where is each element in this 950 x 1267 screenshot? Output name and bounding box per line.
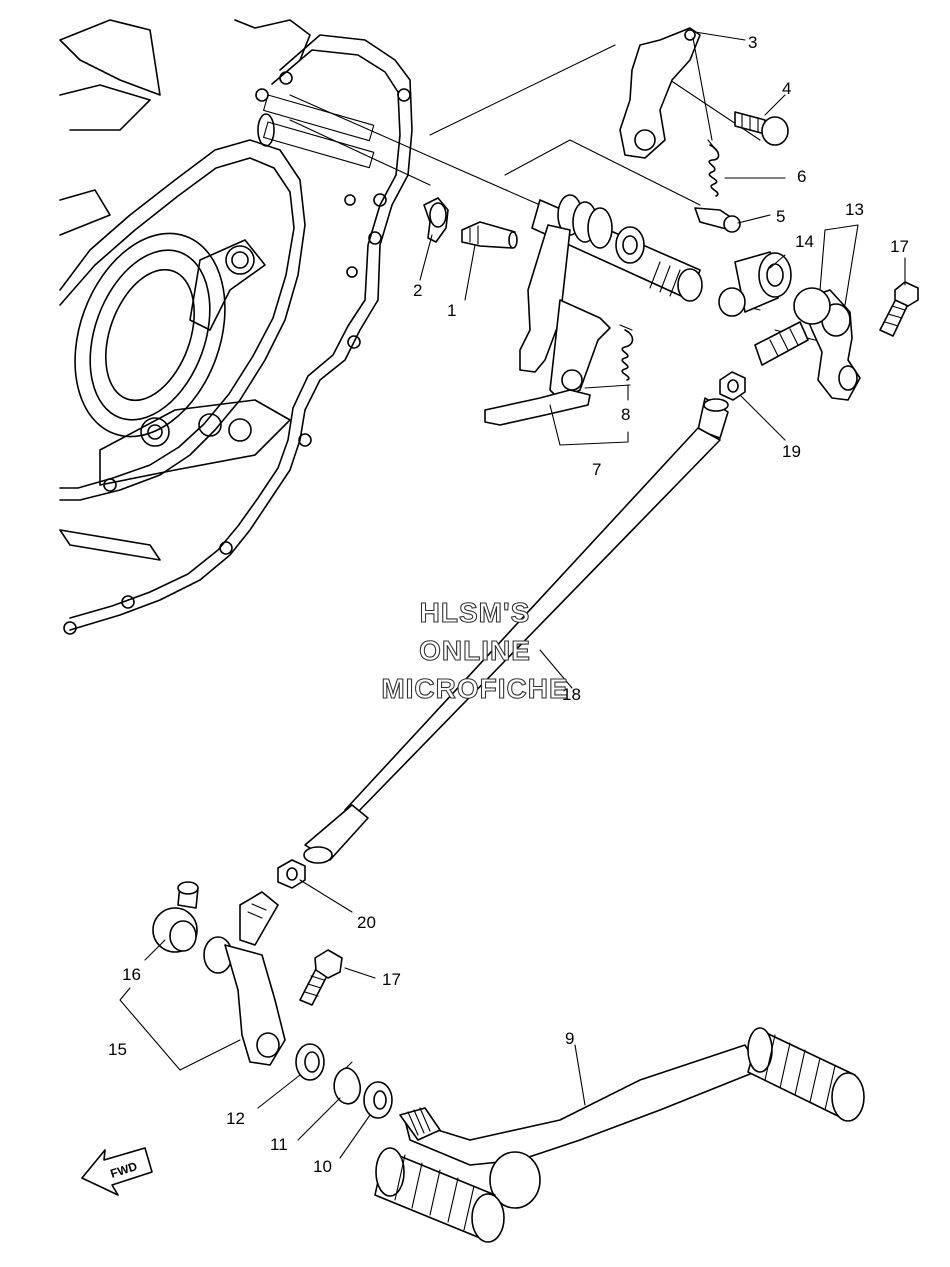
callout-labels: 1 2 3 4 5 6 7 8 9 10 11 12 13 14 15 16 1…: [108, 33, 909, 1176]
part-14-ball-joint: [718, 251, 792, 317]
part-7-shift-shaft-assembly: [484, 194, 703, 426]
watermark: HLSM'S ONLINE MICROFICHE: [381, 596, 568, 704]
callout-14: 14: [795, 232, 814, 251]
callout-15: 15: [108, 1040, 127, 1059]
watermark-line-1: HLSM'S: [420, 597, 531, 628]
part-19-nut: [719, 371, 746, 401]
part-20-nut: [277, 859, 306, 889]
callout-10: 10: [313, 1157, 332, 1176]
part-1-dowel-bolt: [461, 221, 518, 249]
callout-9: 9: [565, 1029, 574, 1048]
callout-17-lower: 17: [382, 970, 401, 989]
callout-8: 8: [621, 405, 630, 424]
callout-18: 18: [562, 685, 581, 704]
part-18-shift-rod: [303, 397, 729, 864]
callout-7: 7: [592, 460, 601, 479]
part-15-shift-arm-lower: [203, 891, 286, 1066]
part-8-spring: [619, 324, 634, 381]
part-2-clip: [423, 197, 449, 243]
callout-leaders: [119, 31, 906, 1159]
part-4-bolt: [734, 111, 789, 146]
callout-2: 2: [413, 281, 422, 300]
callout-11: 11: [270, 1135, 288, 1154]
part-17-bolt-lower: [299, 949, 343, 1006]
watermark-line-2: ONLINE: [419, 635, 531, 666]
crankcase-outline: [59, 19, 413, 635]
part-17-bolt-upper: [879, 281, 919, 337]
part-6-spring: [707, 139, 720, 197]
callout-13: 13: [845, 200, 864, 219]
part-10-washer: [363, 1081, 393, 1119]
part-12-washer: [295, 1043, 325, 1081]
callout-4: 4: [782, 79, 791, 98]
callout-20: 20: [357, 913, 376, 932]
part-3-stopper-lever: [619, 27, 701, 159]
watermark-line-3: MICROFICHE: [381, 673, 568, 704]
callout-5: 5: [776, 207, 785, 226]
callout-16: 16: [122, 965, 141, 984]
callout-17-upper: 17: [890, 237, 909, 256]
part-9-shift-pedal: [374, 1027, 865, 1243]
callout-12: 12: [226, 1109, 245, 1128]
callout-6: 6: [797, 167, 806, 186]
fwd-arrow-icon: FWD: [81, 1147, 153, 1196]
part-13-shift-arm-upper: [754, 287, 861, 401]
part-16-ball-joint: [152, 881, 199, 953]
callout-3: 3: [748, 33, 757, 52]
callout-1: 1: [447, 301, 456, 320]
part-5-pin: [694, 207, 741, 233]
part-11-circlip: [333, 1061, 362, 1105]
callout-19: 19: [782, 442, 801, 461]
